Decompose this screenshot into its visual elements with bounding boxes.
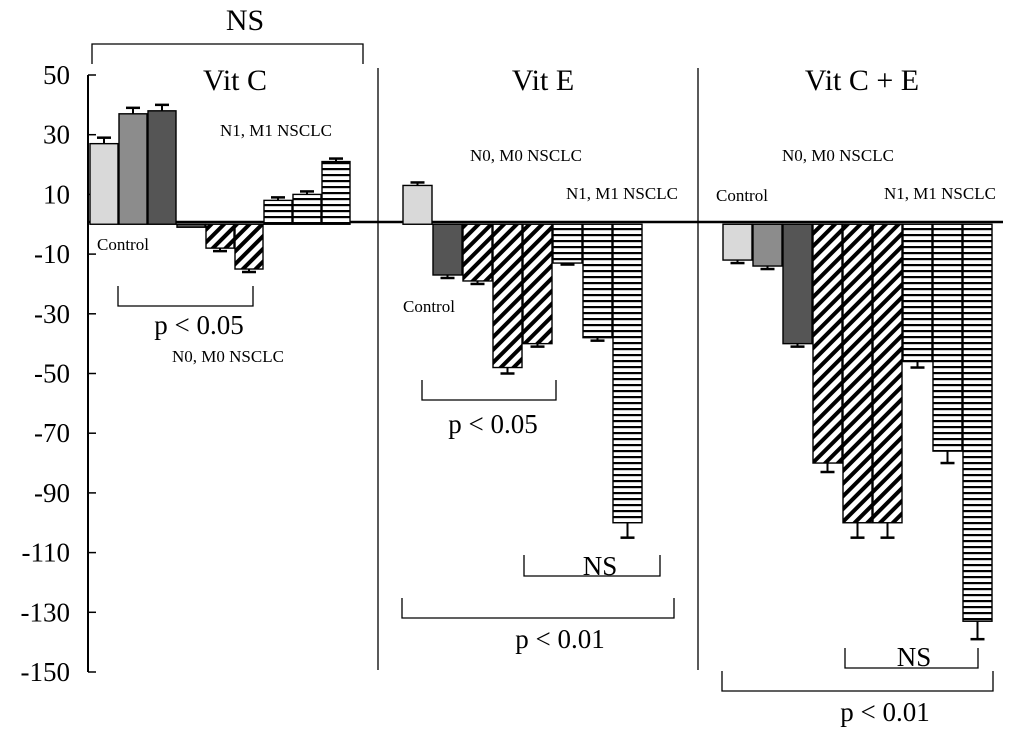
bar [722,223,753,261]
bar [118,113,148,225]
label-control-p2: Control [403,297,455,316]
panel-title-vit-c: Vit C [203,64,267,97]
bar [263,199,293,225]
bracket-p1 [117,286,254,307]
bar [782,223,813,345]
label-n1m1-p1: N1, M1 NSCLC [220,121,332,140]
sig-p2-ns: NS [583,551,618,581]
y-tick-label: -130 [21,597,71,627]
y-tick-label: -50 [34,359,70,389]
bar [147,110,177,225]
y-tick-label: -70 [34,418,70,448]
y-tick-label: -30 [34,299,70,329]
top-ns-label: NS [226,4,264,37]
sig-p2-b: p < 0.01 [515,624,604,654]
bar [176,223,206,228]
bracket-p3-b [721,671,994,692]
y-tick-label: 10 [43,179,70,209]
bracket-p2-ns [523,555,661,577]
bar [432,223,463,276]
bar [522,223,553,345]
y-tick-label: 30 [43,120,70,150]
bar [552,223,583,264]
bar [89,142,119,225]
bar [321,160,351,225]
bars [89,103,993,641]
bar [492,223,523,369]
bar [812,223,843,464]
panel-title-vit-ce: Vit C + E [805,64,919,97]
bracket-p2-a [421,380,557,401]
bracket-p3-ns [844,648,979,669]
sig-p2-a: p < 0.05 [448,409,537,439]
y-tick-label: -90 [34,478,70,508]
bar [872,223,903,524]
bar [462,223,493,282]
y-ticks: 50 30 10 -10 -30 -50 -70 -90 -110 -130 -150 [21,60,96,687]
bar [292,193,322,225]
y-tick-label: -10 [34,239,70,269]
bar [402,184,433,225]
label-n0m0-p3: N0, M0 NSCLC [782,146,894,165]
bracket-top [91,43,364,64]
bar [842,223,873,524]
label-n1m1-p2: N1, M1 NSCLC [566,184,678,203]
bar [205,223,235,249]
sig-p3-b: p < 0.01 [840,697,929,727]
label-control-p3: Control [716,186,768,205]
sig-p1: p < 0.05 [154,310,243,340]
panel-title-vit-e: Vit E [512,64,574,97]
bracket-p2-b [401,598,675,619]
bar [962,223,993,622]
bar [582,223,613,339]
y-tick-label: 50 [43,60,70,90]
bar [932,223,963,452]
bar [612,223,643,524]
bar [902,223,933,363]
label-n0m0-p1: N0, M0 NSCLC [172,347,284,366]
y-tick-label: -110 [22,538,71,568]
label-n1m1-p3: N1, M1 NSCLC [884,184,996,203]
sig-p3-ns: NS [897,642,932,672]
bar [234,223,264,270]
y-tick-label: -150 [21,657,71,687]
label-control-p1: Control [97,235,149,254]
bar [752,223,783,267]
label-n0m0-p2: N0, M0 NSCLC [470,146,582,165]
